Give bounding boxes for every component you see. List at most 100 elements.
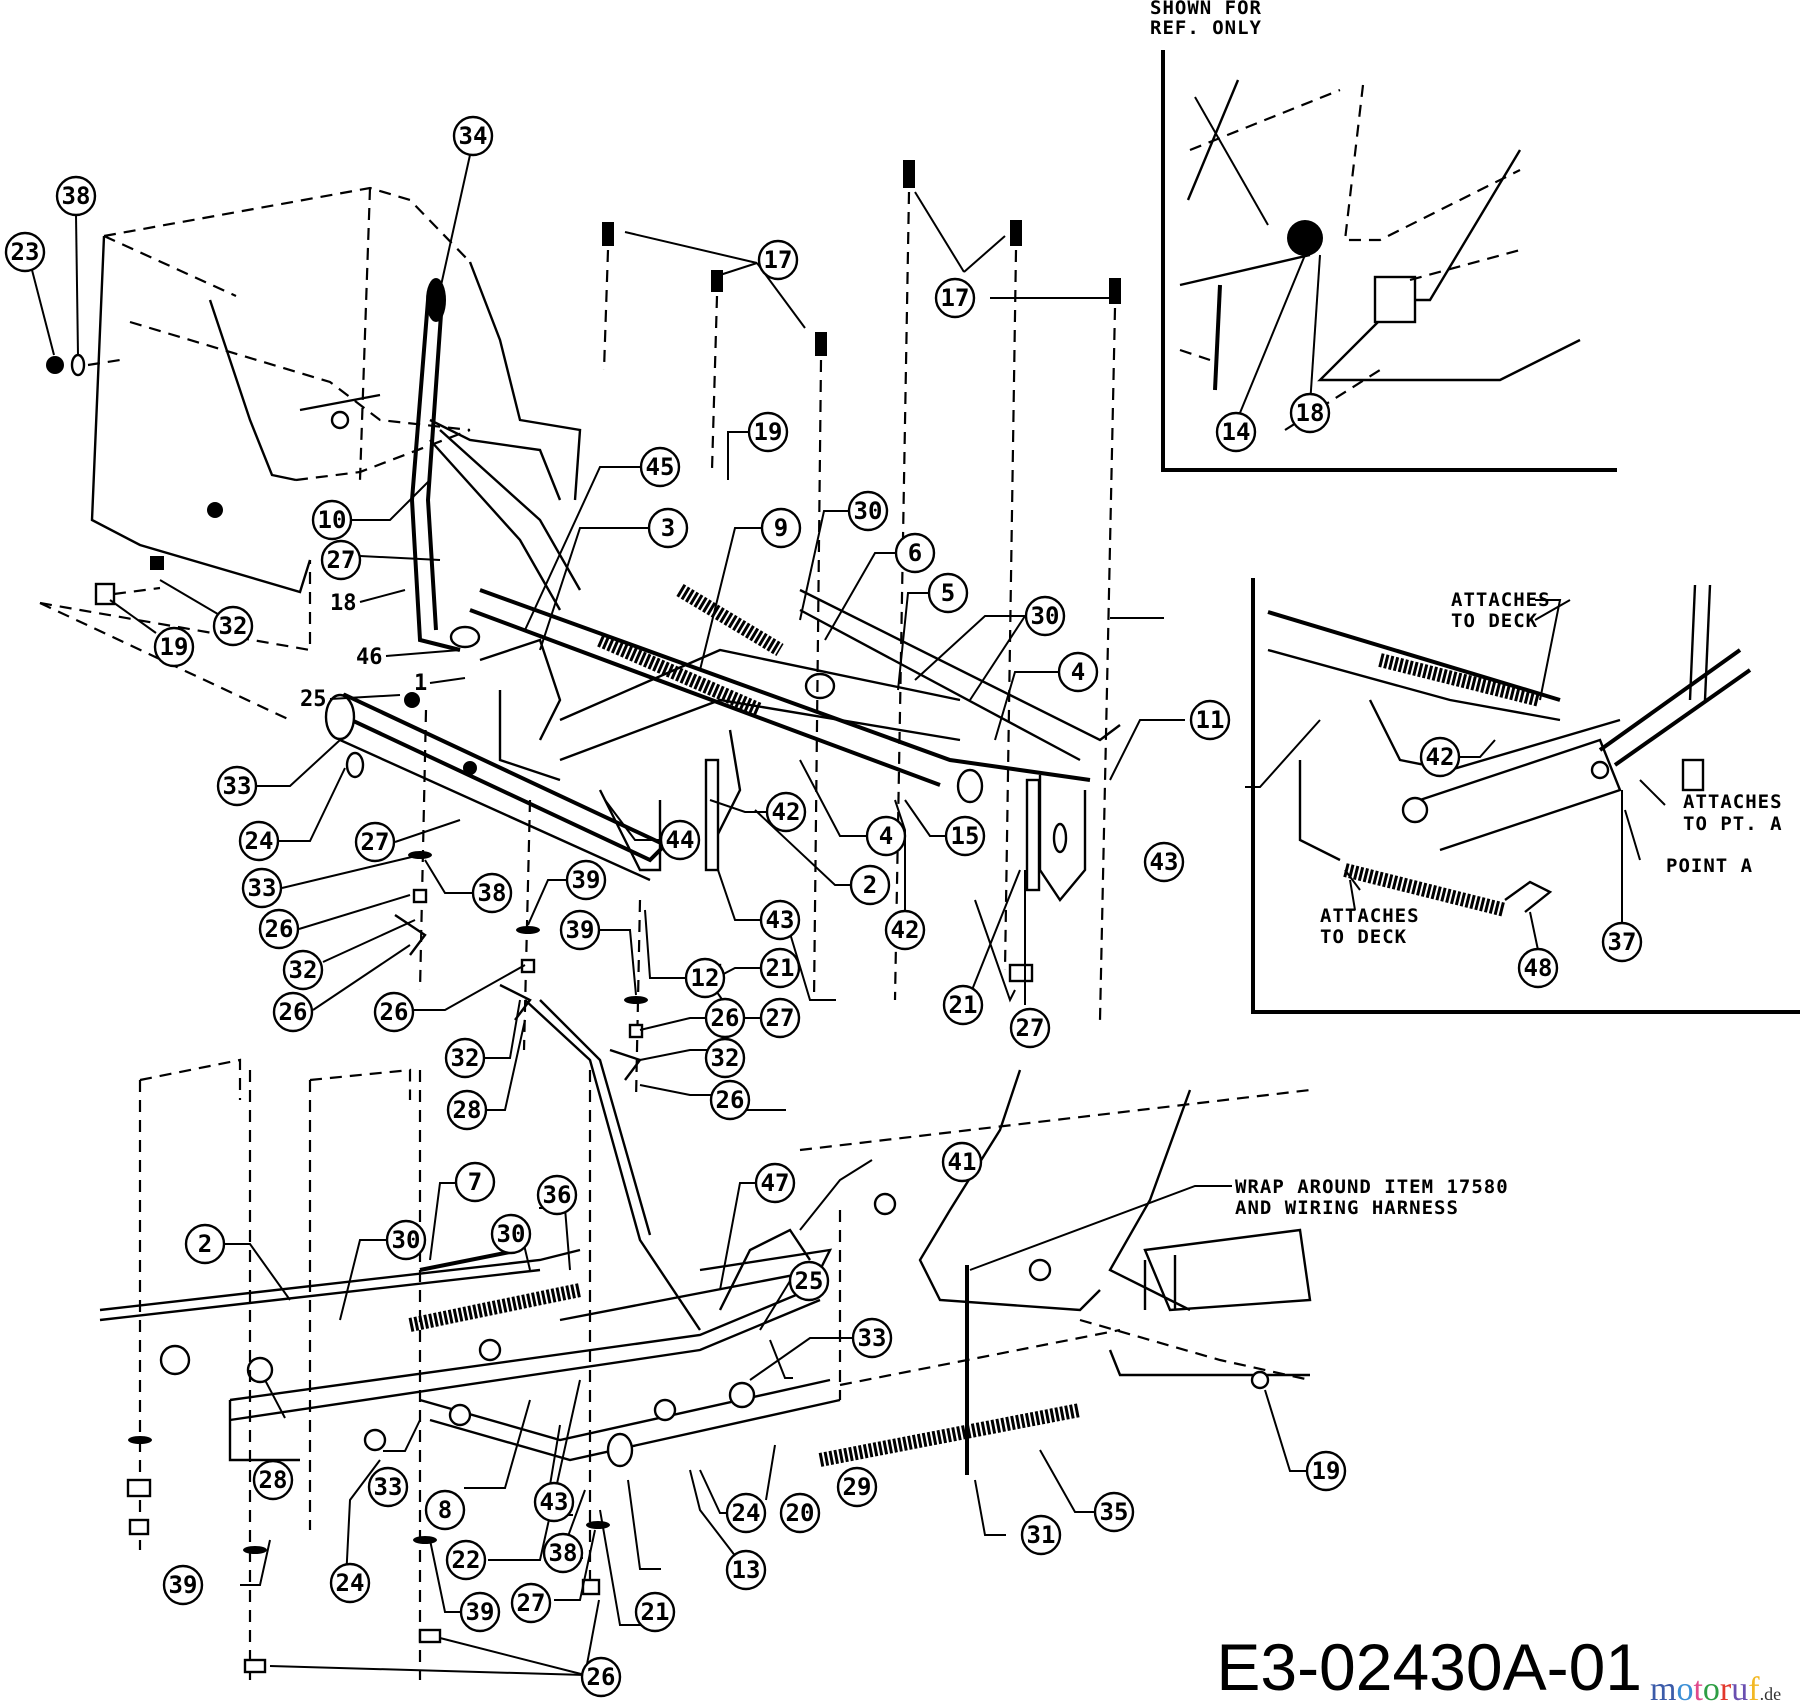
svg-text:2: 2 <box>198 1230 212 1258</box>
callout-43[interactable]: 43 <box>1143 841 1185 883</box>
svg-text:24: 24 <box>336 1569 365 1597</box>
callout-19[interactable]: 19 <box>1305 1450 1347 1492</box>
callout-37[interactable]: 37 <box>1601 921 1643 963</box>
callout-15[interactable]: 15 <box>944 815 986 857</box>
callout-42[interactable]: 42 <box>1419 736 1461 778</box>
callout-33[interactable]: 33 <box>216 765 258 807</box>
callout-32[interactable]: 32 <box>444 1037 486 1079</box>
callout-26[interactable]: 26 <box>272 991 314 1033</box>
callout-2[interactable]: 2 <box>849 864 891 906</box>
footrest-drawing <box>799 1069 1312 1475</box>
callout-26[interactable]: 26 <box>709 1079 751 1121</box>
callout-39[interactable]: 39 <box>559 909 601 951</box>
callout-8[interactable]: 8 <box>424 1489 466 1531</box>
hardware-stack-drawing <box>394 709 648 1101</box>
callout-38[interactable]: 38 <box>471 872 513 914</box>
callout-30[interactable]: 30 <box>1024 595 1066 637</box>
callout-19[interactable]: 19 <box>153 626 195 668</box>
callout-43[interactable]: 43 <box>533 1481 575 1523</box>
callout-33[interactable]: 33 <box>851 1317 893 1359</box>
callout-42[interactable]: 42 <box>765 791 807 833</box>
callout-47[interactable]: 47 <box>754 1162 796 1204</box>
callout-29[interactable]: 29 <box>836 1466 878 1508</box>
svg-text:13: 13 <box>732 1556 761 1584</box>
callout-24[interactable]: 24 <box>725 1492 767 1534</box>
callout-27[interactable]: 27 <box>759 997 801 1039</box>
callout-39[interactable]: 39 <box>565 859 607 901</box>
callout-19[interactable]: 19 <box>747 411 789 453</box>
svg-text:17: 17 <box>764 246 793 274</box>
callout-43[interactable]: 43 <box>759 899 801 941</box>
callout-11[interactable]: 11 <box>1189 699 1231 741</box>
callout-32[interactable]: 32 <box>282 949 324 991</box>
callout-44[interactable]: 44 <box>659 819 701 861</box>
callout-36[interactable]: 36 <box>536 1174 578 1216</box>
callout-42[interactable]: 42 <box>884 909 926 951</box>
callout-33[interactable]: 33 <box>241 867 283 909</box>
callout-2[interactable]: 2 <box>184 1223 226 1265</box>
callout-21[interactable]: 21 <box>759 947 801 989</box>
svg-text:30: 30 <box>1031 602 1060 630</box>
callout-30[interactable]: 30 <box>847 490 889 532</box>
callout-4[interactable]: 4 <box>865 815 907 857</box>
callout-39[interactable]: 39 <box>459 1591 501 1633</box>
callout-7[interactable]: 7 <box>454 1161 496 1203</box>
callout-5[interactable]: 5 <box>927 572 969 614</box>
svg-text:24: 24 <box>245 827 274 855</box>
callout-9[interactable]: 9 <box>760 507 802 549</box>
callout-25[interactable]: 25 <box>788 1260 830 1302</box>
callout-28[interactable]: 28 <box>252 1459 294 1501</box>
svg-text:19: 19 <box>160 633 189 661</box>
callout-48[interactable]: 48 <box>1517 947 1559 989</box>
callout-17[interactable]: 17 <box>757 239 799 281</box>
svg-text:11: 11 <box>1196 706 1225 734</box>
callout-26[interactable]: 26 <box>258 908 300 950</box>
callout-4[interactable]: 4 <box>1057 651 1099 693</box>
callout-26[interactable]: 26 <box>373 991 415 1033</box>
callout-34[interactable]: 34 <box>452 115 494 157</box>
callout-38[interactable]: 38 <box>55 175 97 217</box>
callout-33[interactable]: 33 <box>367 1466 409 1508</box>
note-wrap-around-2: AND WIRING HARNESS <box>1235 1197 1459 1219</box>
svg-text:2: 2 <box>863 871 877 899</box>
svg-text:4: 4 <box>879 822 893 850</box>
callout-6[interactable]: 6 <box>894 532 936 574</box>
callout-17[interactable]: 17 <box>934 277 976 319</box>
callout-28[interactable]: 28 <box>446 1089 488 1131</box>
callout-14[interactable]: 14 <box>1215 411 1257 453</box>
callout-22[interactable]: 22 <box>445 1539 487 1581</box>
callout-32[interactable]: 32 <box>704 1037 746 1079</box>
callout-39[interactable]: 39 <box>162 1564 204 1606</box>
callout-10[interactable]: 10 <box>311 499 353 541</box>
callout-30[interactable]: 30 <box>385 1219 427 1261</box>
callout-32[interactable]: 32 <box>212 605 254 647</box>
callout-21[interactable]: 21 <box>634 1591 676 1633</box>
callout-27[interactable]: 27 <box>1009 1007 1051 1049</box>
callout-13[interactable]: 13 <box>725 1549 767 1591</box>
callout-30[interactable]: 30 <box>490 1213 532 1255</box>
note-attaches-pt-a-2: TO PT. A <box>1683 813 1783 835</box>
callout-20[interactable]: 20 <box>779 1492 821 1534</box>
watermark-letter: u <box>1731 1671 1748 1706</box>
svg-text:37: 37 <box>1608 928 1637 956</box>
callout-35[interactable]: 35 <box>1093 1491 1135 1533</box>
callout-12[interactable]: 12 <box>684 957 726 999</box>
callout-26[interactable]: 26 <box>580 1656 622 1698</box>
callout-45[interactable]: 45 <box>639 446 681 488</box>
callout-38[interactable]: 38 <box>542 1532 584 1574</box>
callout-18[interactable]: 18 <box>1289 392 1331 434</box>
callout-27[interactable]: 27 <box>320 539 362 581</box>
callout-23[interactable]: 23 <box>4 231 46 273</box>
callout-24[interactable]: 24 <box>329 1562 371 1604</box>
callout-31[interactable]: 31 <box>1020 1514 1062 1556</box>
callout-26[interactable]: 26 <box>704 997 746 1039</box>
callout-3[interactable]: 3 <box>647 507 689 549</box>
svg-text:17: 17 <box>941 284 970 312</box>
callout-41[interactable]: 41 <box>941 1141 983 1183</box>
callout-27[interactable]: 27 <box>354 821 396 863</box>
callout-21[interactable]: 21 <box>942 984 984 1026</box>
svg-text:33: 33 <box>858 1324 887 1352</box>
callout-24[interactable]: 24 <box>238 820 280 862</box>
callout-27[interactable]: 27 <box>510 1582 552 1624</box>
svg-text:19: 19 <box>754 418 783 446</box>
